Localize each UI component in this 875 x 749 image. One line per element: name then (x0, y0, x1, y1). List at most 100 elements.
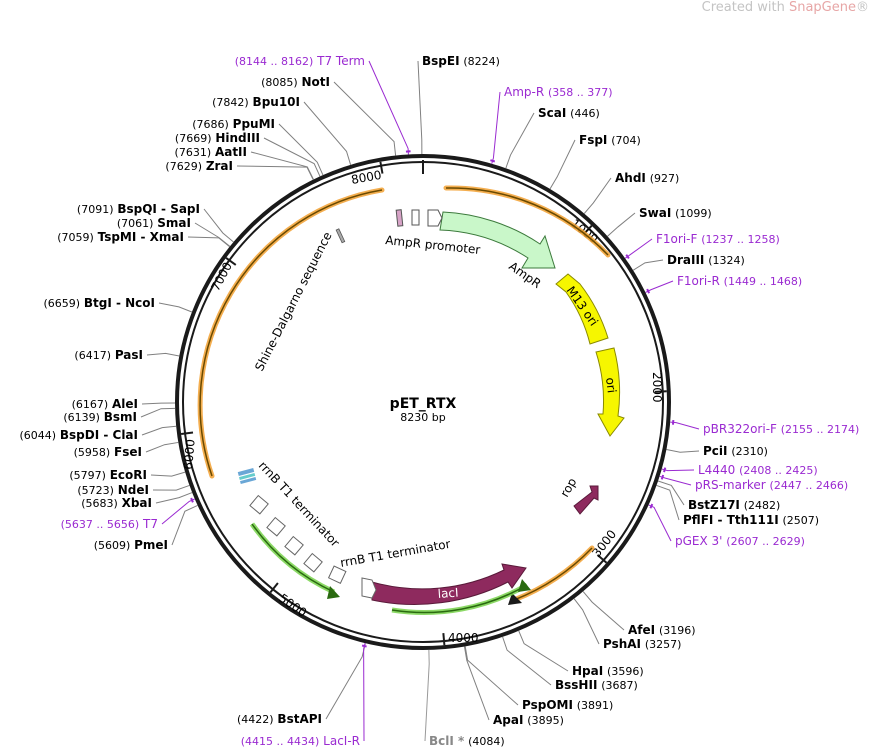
site-label[interactable]: PspOMI (3891) (522, 698, 613, 712)
site-label[interactable]: (7061) SmaI (117, 216, 191, 230)
site-leader-line (424, 649, 430, 742)
site-name: T7 (142, 517, 158, 531)
site-label[interactable]: (8144 .. 8162) T7 Term (235, 54, 365, 68)
site-label[interactable]: (6167) AleI (72, 397, 138, 411)
site-leader-line (491, 91, 501, 164)
site-label[interactable]: (6417) PasI (74, 348, 143, 362)
site-name: PshAI (603, 637, 641, 651)
site-label[interactable]: (7091) BspQI - SapI (77, 202, 200, 216)
site-label[interactable]: AhdI (927) (615, 171, 679, 185)
site-label[interactable]: PshAI (3257) (603, 637, 681, 651)
site-name: F1ori-F (656, 232, 697, 246)
site-label[interactable]: (5637 .. 5656) T7 (61, 517, 158, 531)
site-position: (2607 .. 2629) (726, 535, 805, 548)
site-leader-line (659, 475, 692, 486)
site-label[interactable]: pRS-marker (2447 .. 2466) (695, 478, 848, 492)
site-leader-line (161, 498, 195, 525)
site-leader-line (666, 449, 700, 453)
site-name: pRS-marker (695, 478, 766, 492)
site-label[interactable]: BstZ17I (2482) (688, 498, 780, 512)
site-label[interactable]: PflFI - Tth111I (2507) (683, 513, 819, 527)
site-labels: BspEI (8224) Amp-R (358 .. 377) ScaI (446)… (19, 54, 859, 748)
site-label[interactable]: pGEX 3' (2607 .. 2629) (675, 534, 805, 548)
backbone-outer (175, 154, 671, 650)
site-position: (1324) (708, 254, 745, 267)
ampr-promoter-mark-2 (411, 209, 420, 226)
site-name: ScaI (538, 106, 566, 120)
ampr-promoter-mark-1 (395, 209, 404, 227)
site-position: (1449 .. 1468) (724, 275, 803, 288)
site-label[interactable]: pBR322ori-F (2155 .. 2174) (703, 422, 859, 436)
site-label[interactable]: (8085) NotI (261, 75, 330, 89)
scale-tick-label: 2000 (650, 372, 664, 403)
label-ori: ori (603, 377, 619, 394)
site-label[interactable]: AfeI (3196) (628, 623, 696, 637)
site-position: (3596) (607, 665, 644, 678)
site-name: LacI-R (323, 734, 360, 748)
site-name: PasI (115, 348, 143, 362)
site-leader-line (236, 165, 314, 180)
site-position: (2482) (744, 499, 781, 512)
primer-mark (190, 497, 194, 503)
site-leader-line (368, 60, 409, 155)
site-label[interactable]: PciI (2310) (703, 444, 768, 458)
feature-laci-arrow (371, 563, 527, 605)
site-label[interactable]: (6044) BspDI - ClaI (19, 428, 138, 442)
site-label[interactable]: SwaI (1099) (639, 206, 712, 220)
site-leader-line (278, 123, 324, 176)
site-name: AatII (215, 145, 247, 159)
site-label[interactable]: (5958) FseI (74, 445, 142, 459)
site-name: AhdI (615, 171, 646, 185)
site-position: (8224) (463, 55, 500, 68)
site-position: (7631) (175, 146, 212, 159)
site-label[interactable]: (4422) BstAPI (237, 712, 322, 726)
site-name: PflFI - Tth111I (683, 513, 779, 527)
site-leader-line (645, 280, 674, 293)
scale-tick (596, 554, 608, 564)
site-label[interactable]: (7631) AatII (175, 145, 247, 159)
label-rop: rop (557, 475, 579, 499)
site-label[interactable]: (7629) ZraI (165, 159, 233, 173)
site-label[interactable]: (5683) XbaI (81, 496, 152, 510)
site-label[interactable]: DraIII (1324) (667, 253, 745, 267)
arc-left-orange (197, 187, 385, 479)
site-label[interactable]: Amp-R (358 .. 377) (504, 85, 613, 99)
site-name: PpuMI (233, 117, 275, 131)
site-label[interactable]: (4415 .. 4434) LacI-R (241, 734, 360, 748)
site-leader-line (549, 139, 576, 190)
site-label[interactable]: HpaI (3596) (572, 664, 644, 678)
site-label[interactable]: (7842) Bpu10I (212, 95, 300, 109)
site-label[interactable]: ScaI (446) (538, 106, 600, 120)
terminator-box-3 (284, 535, 304, 556)
site-label[interactable]: (6139) BsmI (63, 410, 137, 424)
site-label[interactable]: ApaI (3895) (493, 713, 564, 727)
site-position: (2447 .. 2466) (770, 479, 849, 492)
site-name: BspEI (422, 54, 460, 68)
site-name: BstZ17I (688, 498, 740, 512)
site-name: BtgI - NcoI (84, 296, 155, 310)
t7-region-mark-3 (240, 476, 257, 485)
site-label[interactable]: (5609) PmeI (94, 538, 168, 552)
site-label[interactable]: BspEI (8224) (422, 54, 500, 68)
site-label[interactable]: (6659) BtgI - NcoI (43, 296, 155, 310)
site-position: (7629) (165, 160, 202, 173)
site-label[interactable]: F1ori-R (1449 .. 1468) (677, 274, 802, 288)
site-label[interactable]: (7669) HindIII (175, 131, 260, 145)
label-laci: lacI (437, 586, 459, 601)
site-name: Bpu10I (253, 95, 300, 109)
site-label[interactable]: BssHII (3687) (555, 678, 638, 692)
site-name: FseI (114, 445, 142, 459)
scale-tick-label: 8000 (350, 168, 383, 187)
site-label[interactable]: (5723) NdeI (77, 483, 149, 497)
site-label[interactable]: L4440 (2408 .. 2425) (698, 463, 818, 477)
site-label[interactable]: (7059) TspMI - XmaI (57, 230, 184, 244)
site-name: BssHII (555, 678, 597, 692)
site-label[interactable]: F1ori-F (1237 .. 1258) (656, 232, 780, 246)
site-label[interactable]: (7686) PpuMI (192, 117, 275, 131)
site-label[interactable]: BclI * (4084) (429, 734, 505, 748)
site-position: (6417) (74, 349, 111, 362)
site-leader-line (582, 591, 625, 631)
site-label[interactable]: FspI (704) (579, 133, 641, 147)
site-label[interactable]: (5797) EcoRI (69, 468, 147, 482)
site-leader-line (303, 101, 352, 165)
